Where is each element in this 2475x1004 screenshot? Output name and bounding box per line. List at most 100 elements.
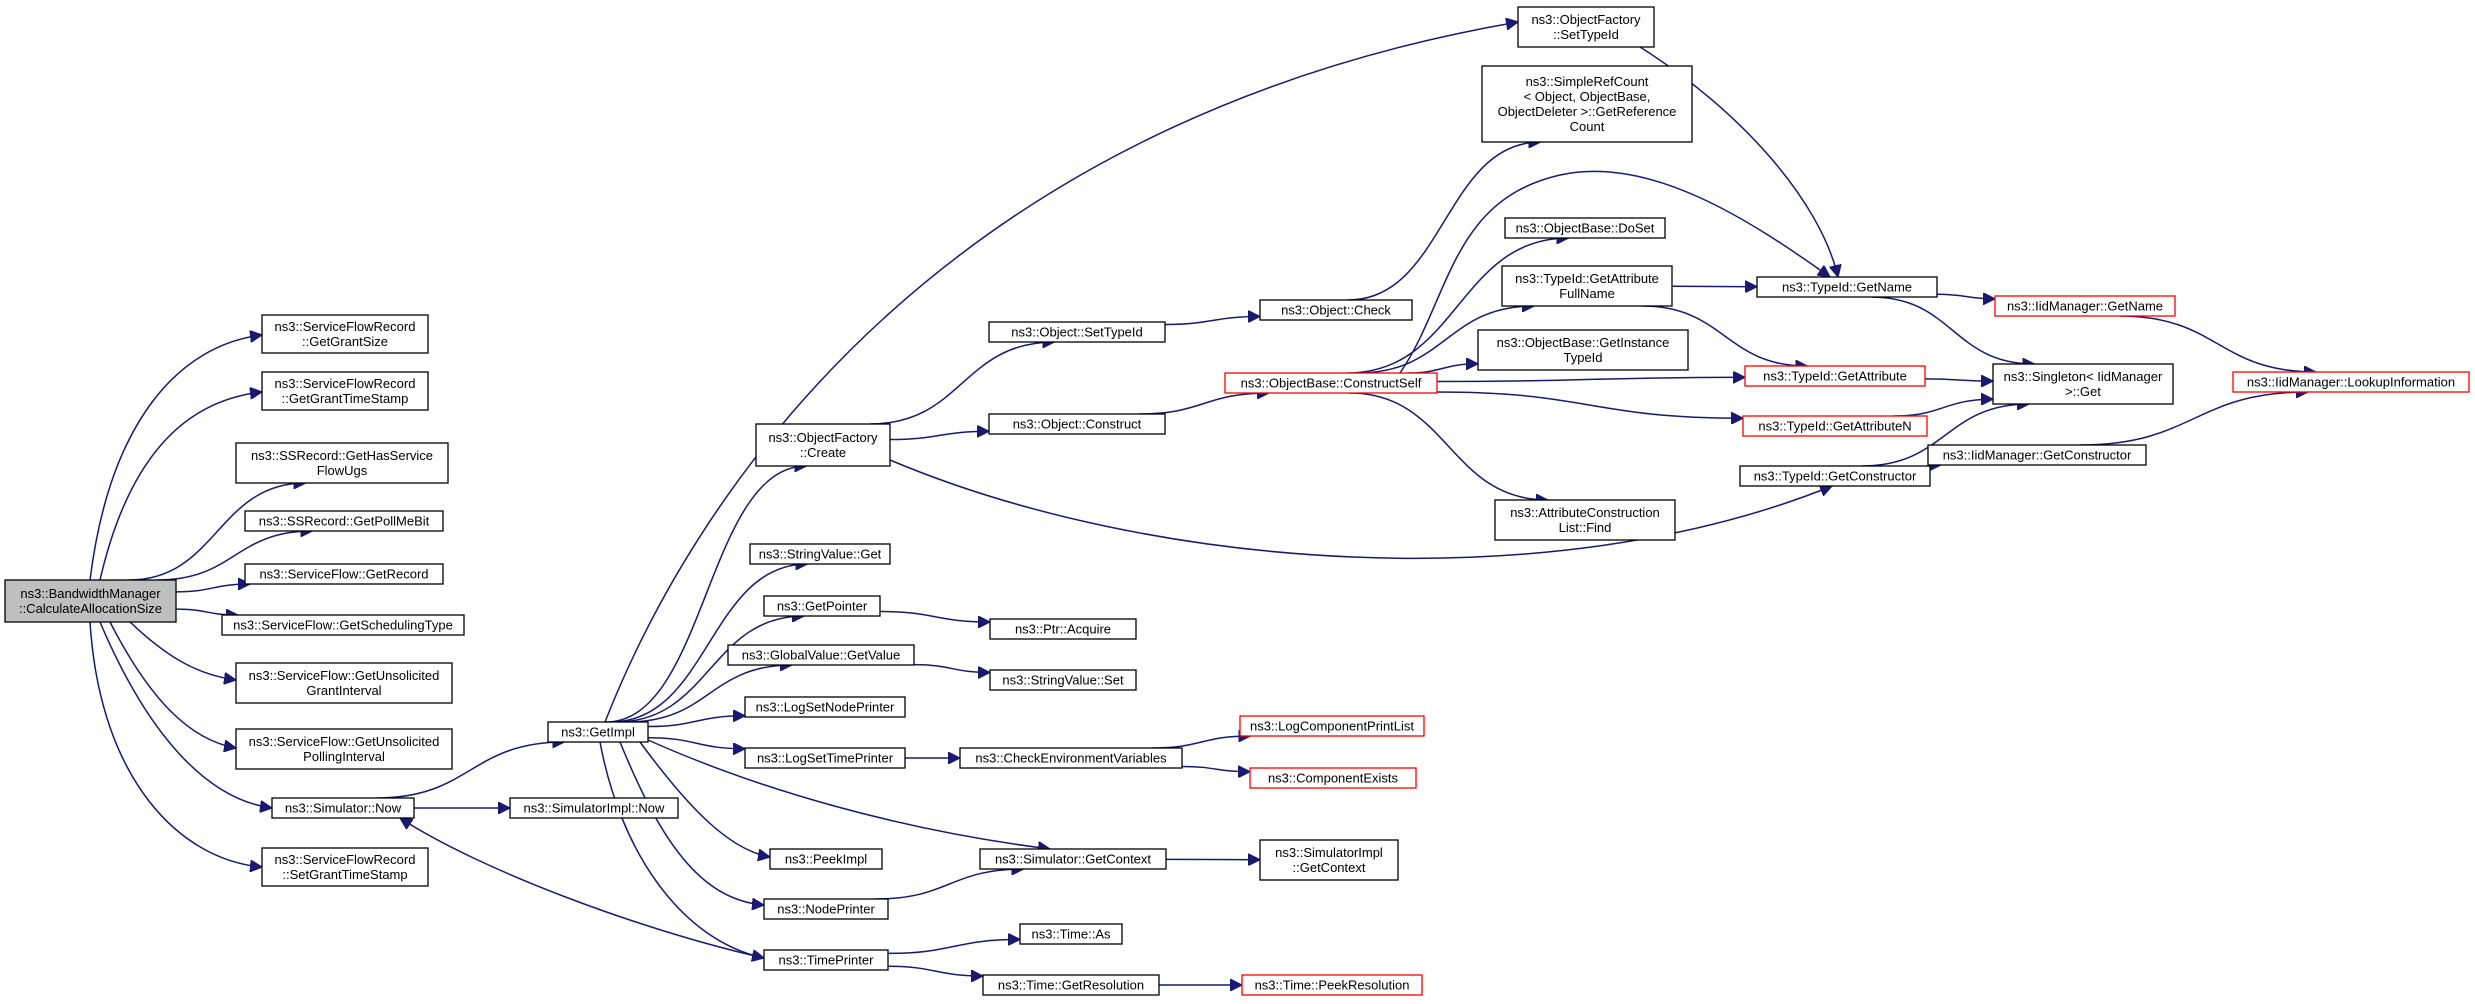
node-nodeprinter[interactable]: ns3::NodePrinter	[763, 898, 889, 920]
node-box	[271, 797, 415, 819]
node-label: ns3::TypeId::GetConstructor	[1754, 469, 1917, 484]
node-timeprinter[interactable]: ns3::TimePrinter	[763, 949, 889, 971]
edge-root-to-sim_now	[99, 621, 272, 808]
node-time-peekresolution[interactable]: ns3::Time::PeekResolution	[1241, 974, 1423, 996]
node-label: FullName	[1559, 286, 1615, 301]
edge-timeprinter-to-time_getresolution	[887, 965, 983, 976]
node-typeid-getname[interactable]: ns3::TypeId::GetName	[1756, 276, 1938, 298]
node-iidmanager-getconstructor[interactable]: ns3::IidManager::GetConstructor	[1927, 444, 2147, 466]
node-label: ns3::IidManager::GetConstructor	[1943, 448, 2132, 463]
node-label: ns3::TimePrinter	[779, 953, 875, 968]
node-box	[1259, 839, 1399, 881]
node-label: ns3::SimulatorImpl	[1275, 845, 1383, 860]
edge-root-to-sfr_setgranttimestamp	[89, 621, 262, 867]
edge-typeid_getname-to-singleton_get	[1871, 296, 2034, 364]
node-label: ns3::BandwidthManager	[20, 586, 161, 601]
node-object-settypeid[interactable]: ns3::Object::SetTypeId	[988, 321, 1166, 343]
edge-objbase_constructself-to-objbase_getinstancetypeid	[1407, 364, 1478, 374]
node-sfr-getgranttimestamp[interactable]: ns3::ServiceFlowRecord::GetGrantTimeStam…	[261, 371, 429, 411]
edge-typeid_getname-to-iidmanager_getname	[1936, 294, 1995, 299]
node-label: ns3::ServiceFlowRecord	[275, 376, 416, 391]
edge-of_create-to-object_construct	[889, 431, 989, 441]
edge-object_settypeid-to-object_check	[1164, 317, 1260, 326]
node-sfr-getgrantsize[interactable]: ns3::ServiceFlowRecord::GetGrantSize	[261, 314, 429, 354]
node-typeid-getattributen[interactable]: ns3::TypeId::GetAttributeN	[1742, 415, 1928, 437]
node-sfr-setgranttimestamp[interactable]: ns3::ServiceFlowRecord::SetGrantTimeStam…	[261, 847, 429, 887]
node-of-settypeid[interactable]: ns3::ObjectFactory::SetTypeId	[1517, 6, 1655, 48]
node-box	[244, 510, 444, 532]
node-time-getresolution[interactable]: ns3::Time::GetResolution	[982, 974, 1160, 996]
node-box	[1239, 715, 1425, 737]
node-label: ns3::Time::PeekResolution	[1255, 978, 1410, 993]
node-typeid-getconstructor[interactable]: ns3::TypeId::GetConstructor	[1739, 465, 1931, 487]
edge-checkenvvars-to-logcomponentprintlist	[1152, 736, 1251, 749]
node-peekimpl[interactable]: ns3::PeekImpl	[769, 848, 883, 870]
node-componentexists[interactable]: ns3::ComponentExists	[1249, 767, 1417, 789]
node-simimpl-now[interactable]: ns3::SimulatorImpl::Now	[509, 797, 679, 819]
node-objbase-constructself[interactable]: ns3::ObjectBase::ConstructSelf	[1224, 372, 1438, 394]
node-simplerefcount[interactable]: ns3::SimpleRefCount< Object, ObjectBase,…	[1481, 65, 1693, 143]
node-box	[261, 371, 429, 411]
node-sf-getunsolicitedgrantinterval[interactable]: ns3::ServiceFlow::GetUnsolicitedGrantInt…	[235, 662, 453, 704]
node-label: ::SetGrantTimeStamp	[282, 867, 407, 882]
node-getpointer[interactable]: ns3::GetPointer	[763, 595, 881, 617]
node-object-construct[interactable]: ns3::Object::Construct	[988, 413, 1166, 435]
node-box	[744, 747, 906, 769]
node-root[interactable]: ns3::BandwidthManager::CalculateAllocati…	[4, 579, 177, 623]
node-sim-now[interactable]: ns3::Simulator::Now	[271, 797, 415, 819]
node-checkenvvars[interactable]: ns3::CheckEnvironmentVariables	[959, 747, 1183, 769]
node-box	[1477, 329, 1689, 371]
node-label: ns3::IidManager::LookupInformation	[2247, 375, 2455, 390]
node-iidmanager-getname[interactable]: ns3::IidManager::GetName	[1994, 295, 2176, 317]
edge-typeid_getattribute-to-singleton_get	[1924, 379, 1993, 381]
node-box	[1494, 499, 1676, 541]
node-simimpl-getcontext[interactable]: ns3::SimulatorImpl::GetContext	[1259, 839, 1399, 881]
node-box	[982, 974, 1160, 996]
node-sf-getunsolicitedpollinginterval[interactable]: ns3::ServiceFlow::GetUnsolicitedPollingI…	[235, 728, 453, 770]
node-globalvalue-getvalue[interactable]: ns3::GlobalValue::GetValue	[727, 644, 915, 666]
node-box	[1756, 276, 1938, 298]
node-singleton-get[interactable]: ns3::Singleton< IidManager>::Get	[1992, 363, 2174, 405]
node-sf-getschedulingtype[interactable]: ns3::ServiceFlow::GetSchedulingType	[221, 614, 465, 636]
node-label: ns3::ServiceFlow::GetUnsolicited	[249, 734, 440, 749]
node-box	[244, 563, 444, 585]
node-label: ns3::LogSetTimePrinter	[757, 751, 894, 766]
node-sf-getrecord[interactable]: ns3::ServiceFlow::GetRecord	[244, 563, 444, 585]
node-label: ns3::TypeId::GetAttributeN	[1758, 419, 1911, 434]
node-label: ns3::GetImpl	[561, 725, 635, 740]
node-label: ns3::Object::Check	[1281, 303, 1391, 318]
node-box	[749, 543, 891, 565]
node-label: ns3::ObjectFactory	[768, 430, 878, 445]
node-box	[727, 644, 915, 666]
node-iidmanager-lookupinformation[interactable]: ns3::IidManager::LookupInformation	[2232, 371, 2470, 393]
node-objbase-doset[interactable]: ns3::ObjectBase::DoSet	[1504, 217, 1666, 239]
node-logcomponentprintlist[interactable]: ns3::LogComponentPrintList	[1239, 715, 1425, 737]
node-logsetnodeprinter[interactable]: ns3::LogSetNodePrinter	[744, 696, 906, 718]
node-sim-getcontext[interactable]: ns3::Simulator::GetContext	[979, 848, 1167, 870]
node-typeid-getattribute[interactable]: ns3::TypeId::GetAttribute	[1744, 365, 1926, 387]
node-ptr-acquire[interactable]: ns3::Ptr::Acquire	[989, 618, 1137, 640]
node-stringvalue-get[interactable]: ns3::StringValue::Get	[749, 543, 891, 565]
edge-root-to-ssr_gethasserviceflowugs	[128, 483, 306, 581]
node-stringvalue-set[interactable]: ns3::StringValue::Set	[989, 669, 1137, 691]
node-getimpl[interactable]: ns3::GetImpl	[547, 721, 649, 743]
node-label: ns3::ObjectBase::DoSet	[1516, 221, 1655, 236]
node-ssr-getpollmebit[interactable]: ns3::SSRecord::GetPollMeBit	[244, 510, 444, 532]
node-label: FlowUgs	[317, 463, 368, 478]
node-label: ::GetContext	[1293, 860, 1366, 875]
node-label: ns3::Object::Construct	[1013, 417, 1142, 432]
node-logsettimeprinter[interactable]: ns3::LogSetTimePrinter	[744, 747, 906, 769]
edge-timeprinter-to-time_as	[887, 939, 1020, 955]
node-label: ObjectDeleter >::GetReference	[1498, 104, 1677, 119]
node-time-as[interactable]: ns3::Time::As	[1019, 923, 1123, 945]
edge-iidmanager_getname-to-iidmanager_lookupinformation	[2119, 315, 2316, 372]
node-label: ns3::TypeId::GetAttribute	[1515, 271, 1659, 286]
edge-getimpl-to-peekimpl	[639, 741, 770, 857]
edge-iidmanager_getconstructor-to-iidmanager_lookupinformation	[2079, 392, 2308, 446]
node-of-create[interactable]: ns3::ObjectFactory::Create	[755, 423, 891, 467]
node-object-check[interactable]: ns3::Object::Check	[1259, 299, 1413, 321]
